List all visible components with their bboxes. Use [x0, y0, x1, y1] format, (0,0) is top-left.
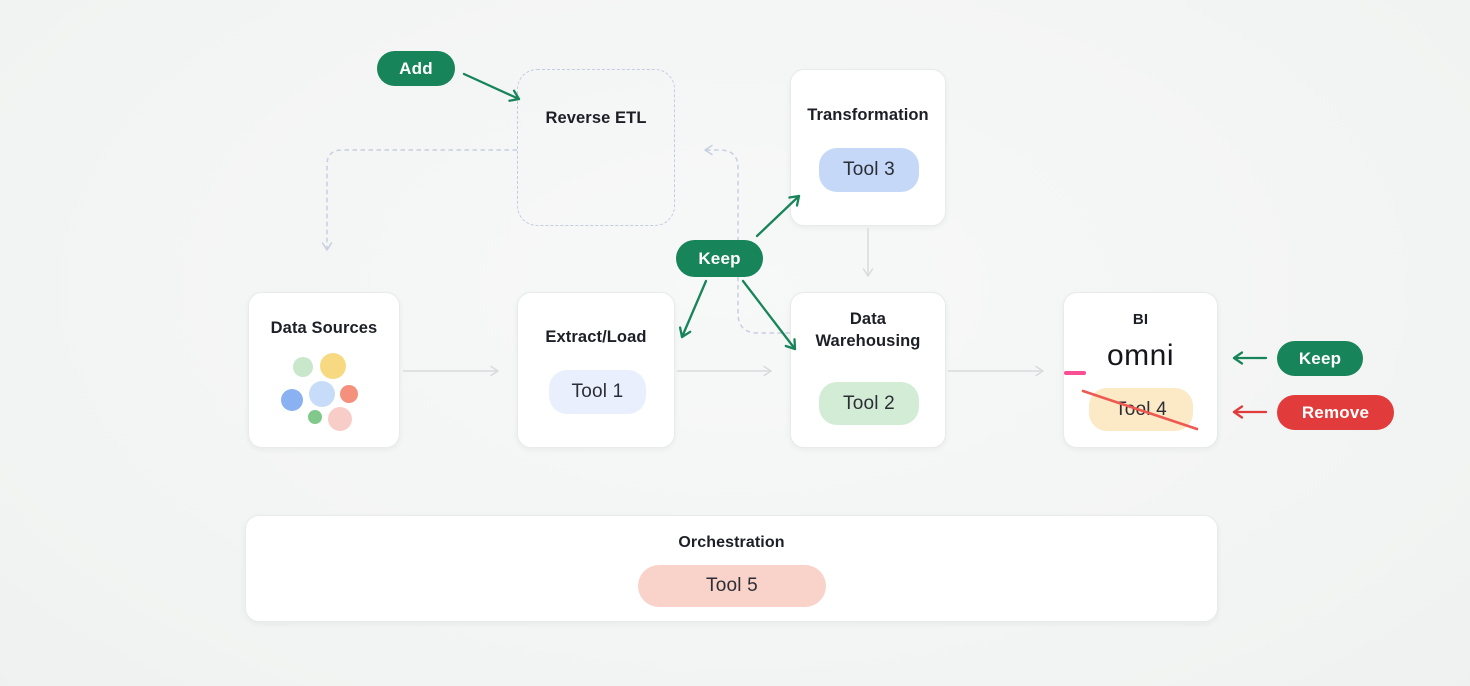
tool-pill-2: Tool 2	[819, 382, 919, 425]
node-title: Orchestration	[678, 534, 785, 551]
data-source-dot	[340, 385, 358, 403]
node-title: Data Warehousing	[815, 310, 921, 350]
tool-pill-3: Tool 3	[819, 148, 919, 192]
node-data-warehousing: Data Warehousing Tool 2	[790, 292, 946, 448]
remove-badge: Remove	[1277, 395, 1394, 430]
connector-reverse-etl-to-data-sources	[321, 149, 517, 251]
data-sources-dots-icon	[249, 293, 399, 447]
data-source-dot	[309, 381, 335, 407]
data-source-dot	[328, 407, 352, 431]
tool-pill-5: Tool 5	[638, 565, 826, 607]
node-title: Reverse ETL	[545, 109, 647, 127]
data-source-dot	[293, 357, 313, 377]
data-source-dot	[320, 353, 346, 379]
omni-logo: omni	[1064, 340, 1217, 375]
node-bi: BI omni Tool 4	[1063, 292, 1218, 448]
node-title: Extract/Load	[545, 328, 647, 346]
tool-pill-4: Tool 4	[1089, 388, 1193, 431]
node-transformation: Transformation Tool 3	[790, 69, 946, 226]
node-data-sources: Data Sources	[248, 292, 400, 448]
add-badge: Add	[377, 51, 455, 86]
omni-logo-underline	[1064, 371, 1086, 375]
node-orchestration: Orchestration Tool 5	[245, 515, 1218, 622]
tool-pill-1: Tool 1	[549, 370, 646, 414]
node-title: Data Sources	[270, 319, 378, 337]
arrow-add-to-reverse-etl	[462, 72, 521, 102]
node-extract-load: Extract/Load Tool 1	[517, 292, 675, 448]
node-title: BI	[1132, 311, 1149, 328]
keep-badge-right: Keep	[1277, 341, 1363, 376]
node-title: Transformation	[807, 106, 929, 124]
arrow-keep-to-warehouse	[741, 279, 797, 351]
keep-badge-center: Keep	[676, 240, 763, 277]
data-source-dot	[308, 410, 322, 424]
data-source-dot	[281, 389, 303, 411]
node-reverse-etl: Reverse ETL	[517, 69, 675, 226]
arrow-keep-to-extract	[678, 279, 708, 339]
